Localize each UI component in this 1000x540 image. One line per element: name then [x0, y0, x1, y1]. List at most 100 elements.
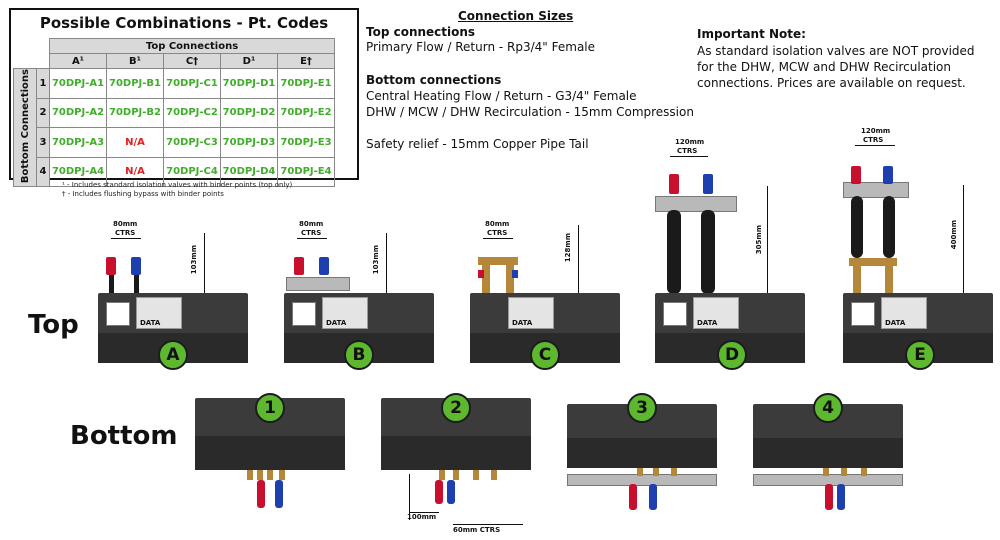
code-cell: 70DPJ-E2: [277, 97, 335, 129]
top-connections-text: Primary Flow / Return - Rp3/4" Female: [366, 40, 596, 54]
bottom-connections-text-1: Central Heating Flow / Return - G3/4" Fe…: [366, 89, 637, 103]
flexible-hose: [851, 196, 863, 258]
note-body: As standard isolation valves are NOT pro…: [697, 44, 975, 90]
code-cell: 70DPJ-B1: [106, 68, 164, 99]
table-row: Bottom Connections 1 70DPJ-A1 70DPJ-B1 7…: [13, 67, 335, 188]
code-cell: N/A: [106, 127, 164, 158]
data-plate: DATA: [136, 297, 182, 329]
bottom-unit-4: 4: [753, 390, 903, 520]
code-cell: 70DPJ-C1: [163, 68, 221, 99]
bottom-unit-2: 2 100mm 60mm CTRS: [381, 390, 531, 540]
dim-60-ctrs: 60mm CTRS: [453, 526, 501, 534]
ctrs-label: 80mm: [299, 220, 324, 228]
code-cell: 70DPJ-B2: [106, 97, 164, 129]
code-cell: 70DPJ-D3: [220, 127, 278, 158]
valve-red: [106, 257, 116, 275]
footnote-bypass: † - Includes flushing bypass with binder…: [62, 190, 224, 198]
code-cell: 70DPJ-D2: [220, 97, 278, 129]
column-header: C†: [163, 53, 221, 69]
top-unit-b: 80mm CTRS 103mm DATA B: [284, 215, 434, 375]
ctrs-label: CTRS: [301, 229, 322, 237]
data-plate: DATA: [881, 297, 927, 329]
code-cell: 70DPJ-C3: [163, 127, 221, 158]
column-header: A¹: [49, 53, 107, 69]
bypass-brass: [849, 258, 897, 266]
data-plate: DATA: [693, 297, 739, 329]
row-number: 4: [36, 156, 50, 188]
logo-icon: [663, 302, 687, 326]
bottom-connections-text-2: DHW / MCW / DHW Recirculation - 15mm Com…: [366, 105, 694, 119]
bottom-label: Bottom: [70, 421, 178, 451]
combinations-panel: Possible Combinations - Pt. Codes Top Co…: [9, 8, 359, 188]
top-label: Top: [28, 310, 79, 340]
ctrs-label: 80mm: [113, 220, 138, 228]
logo-icon: [292, 302, 316, 326]
valve-red: [825, 484, 833, 510]
bottom-connections-label: Bottom Connections: [13, 67, 37, 188]
code-cell: 70DPJ-E4: [277, 156, 335, 188]
valve-blue: [837, 484, 845, 510]
dim-100: 100mm: [407, 513, 437, 521]
row-number: 2: [36, 97, 50, 129]
table-row: 2 70DPJ-A2 70DPJ-B2 70DPJ-C2 70DPJ-D2 70…: [14, 97, 335, 129]
code-cell: 70DPJ-E1: [277, 68, 335, 99]
data-plate: DATA: [322, 297, 368, 329]
connection-sizes-title: Connection Sizes: [458, 9, 574, 23]
code-cell: 70DPJ-A3: [49, 127, 107, 158]
top-unit-e: 120mm CTRS 400mm DATA E: [843, 127, 993, 375]
mounting-bracket: [843, 182, 909, 198]
height-label: 305mm: [755, 225, 763, 255]
valve-blue: [703, 174, 713, 194]
row-number: 3: [36, 127, 50, 158]
valve-blue: [131, 257, 141, 275]
code-cell: 70DPJ-A1: [49, 68, 107, 99]
footnote-isolation: ¹ - Includes standard isolation valves w…: [62, 181, 293, 189]
logo-icon: [106, 302, 130, 326]
column-header: B¹: [106, 53, 164, 69]
flexible-hose: [701, 210, 715, 294]
table-row: 4 70DPJ-A4 N/A 70DPJ-C4 70DPJ-D4 70DPJ-E…: [14, 156, 335, 188]
bypass-brass: [478, 257, 518, 265]
height-label: 128mm: [564, 233, 572, 263]
top-unit-c: 80mm CTRS 128mm DATA C: [470, 215, 620, 375]
ctrs-label: 120mm: [675, 138, 705, 146]
badge-a: A: [158, 340, 188, 370]
height-label: 103mm: [190, 245, 198, 275]
valve-blue: [275, 480, 283, 508]
valve-blue: [883, 166, 893, 184]
data-plate: DATA: [508, 297, 554, 329]
badge-1: 1: [255, 393, 285, 423]
row-number: 1: [36, 68, 50, 99]
code-cell: 70DPJ-A2: [49, 97, 107, 129]
ctrs-label: CTRS: [677, 147, 698, 155]
column-header: E†: [277, 53, 335, 69]
badge-4: 4: [813, 393, 843, 423]
valve-red: [851, 166, 861, 184]
top-unit-a: 80mm CTRS 103mm DATA A: [98, 215, 248, 375]
valve-red: [257, 480, 265, 508]
code-cell: 70DPJ-D4: [220, 156, 278, 188]
code-cell: 70DPJ-D1: [220, 68, 278, 99]
badge-d: D: [717, 340, 747, 370]
top-connections-heading: Top connections: [366, 25, 476, 39]
combinations-title: Possible Combinations - Pt. Codes: [39, 14, 329, 32]
badge-2: 2: [441, 393, 471, 423]
badge-b: B: [344, 340, 374, 370]
column-header: D¹: [220, 53, 278, 69]
top-unit-d: 120mm CTRS 305mm DATA D: [655, 130, 805, 375]
code-cell: 70DPJ-E3: [277, 127, 335, 158]
badge-c: C: [530, 340, 560, 370]
height-label: 400mm: [950, 220, 958, 250]
ctrs-label: 120mm: [861, 127, 891, 135]
top-connections-header: Top Connections: [49, 38, 335, 54]
ctrs-label: CTRS: [487, 229, 508, 237]
ctrs-label: 80mm: [485, 220, 510, 228]
combinations-table: Top Connections A¹ B¹ C† D¹ E† Bottom Co…: [13, 38, 335, 188]
valve-blue: [447, 480, 455, 504]
valve-red: [629, 484, 637, 510]
valve-blue: [649, 484, 657, 510]
badge-e: E: [905, 340, 935, 370]
logo-icon: [851, 302, 875, 326]
valve-blue: [319, 257, 329, 275]
mounting-bracket: [286, 277, 350, 291]
